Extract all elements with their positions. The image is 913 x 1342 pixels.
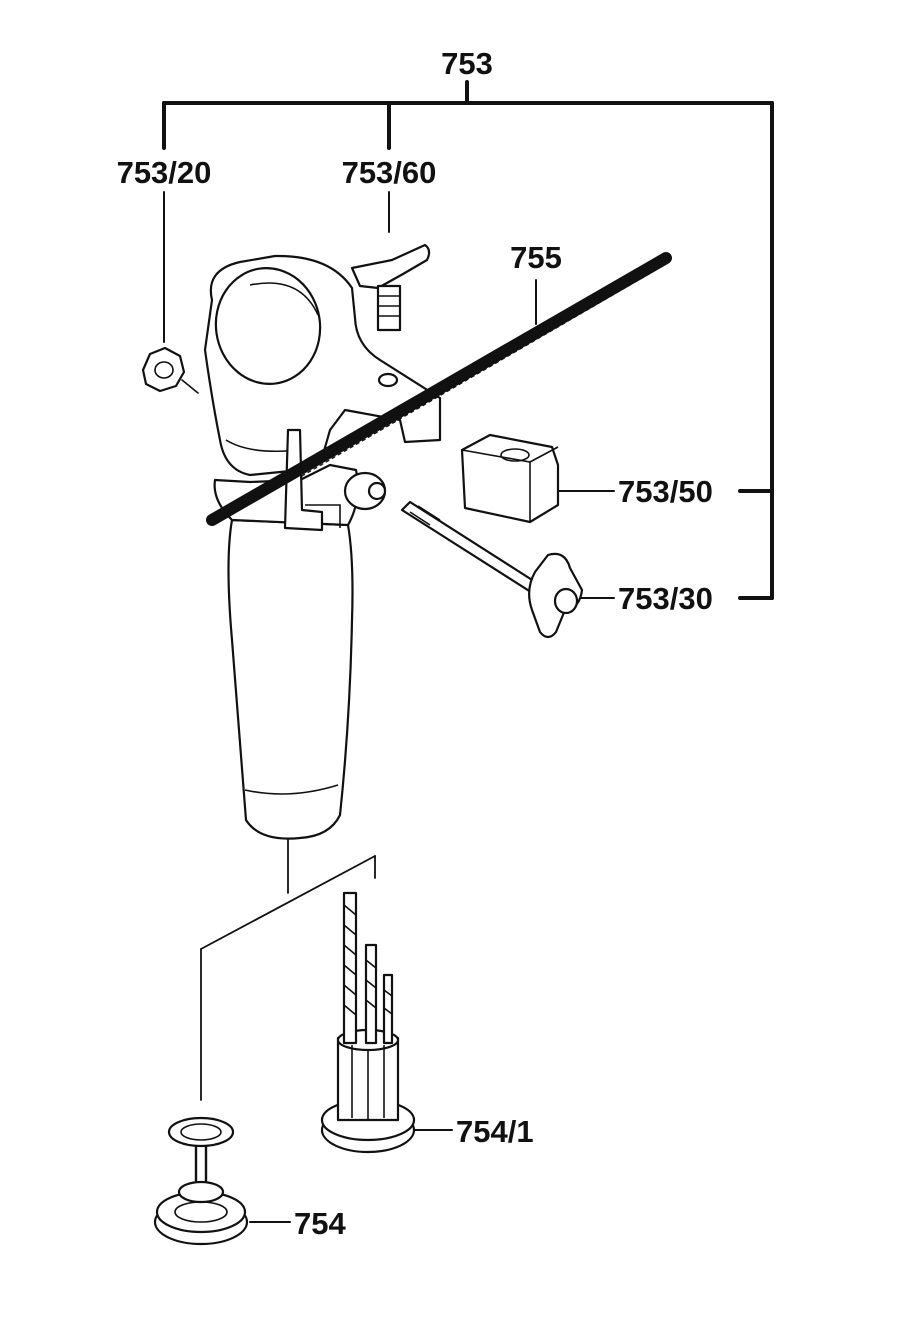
label-753-20: 753/20 [117,155,212,190]
clamp-screw [400,500,584,639]
side-handle [203,254,442,840]
label-755: 755 [510,240,562,275]
label-754-1: 754/1 [456,1114,534,1149]
label-753-50: 753/50 [618,474,713,509]
label-753-30: 753/30 [618,581,713,616]
label-753: 753 [441,46,493,81]
assembly-bracket [162,80,774,600]
label-753-60: 753/60 [342,155,437,190]
wing-screw [350,243,431,332]
drill-bit-case [320,891,416,1154]
clamp-block [460,433,560,524]
depth-rod [206,252,672,526]
label-754: 754 [294,1206,346,1241]
bit-case-cap [153,1116,249,1246]
part-labels: 753 753/20 753/60 755 753/50 753/30 754/… [117,46,713,1241]
hex-nut [141,346,199,394]
leader-lines [163,191,615,1223]
